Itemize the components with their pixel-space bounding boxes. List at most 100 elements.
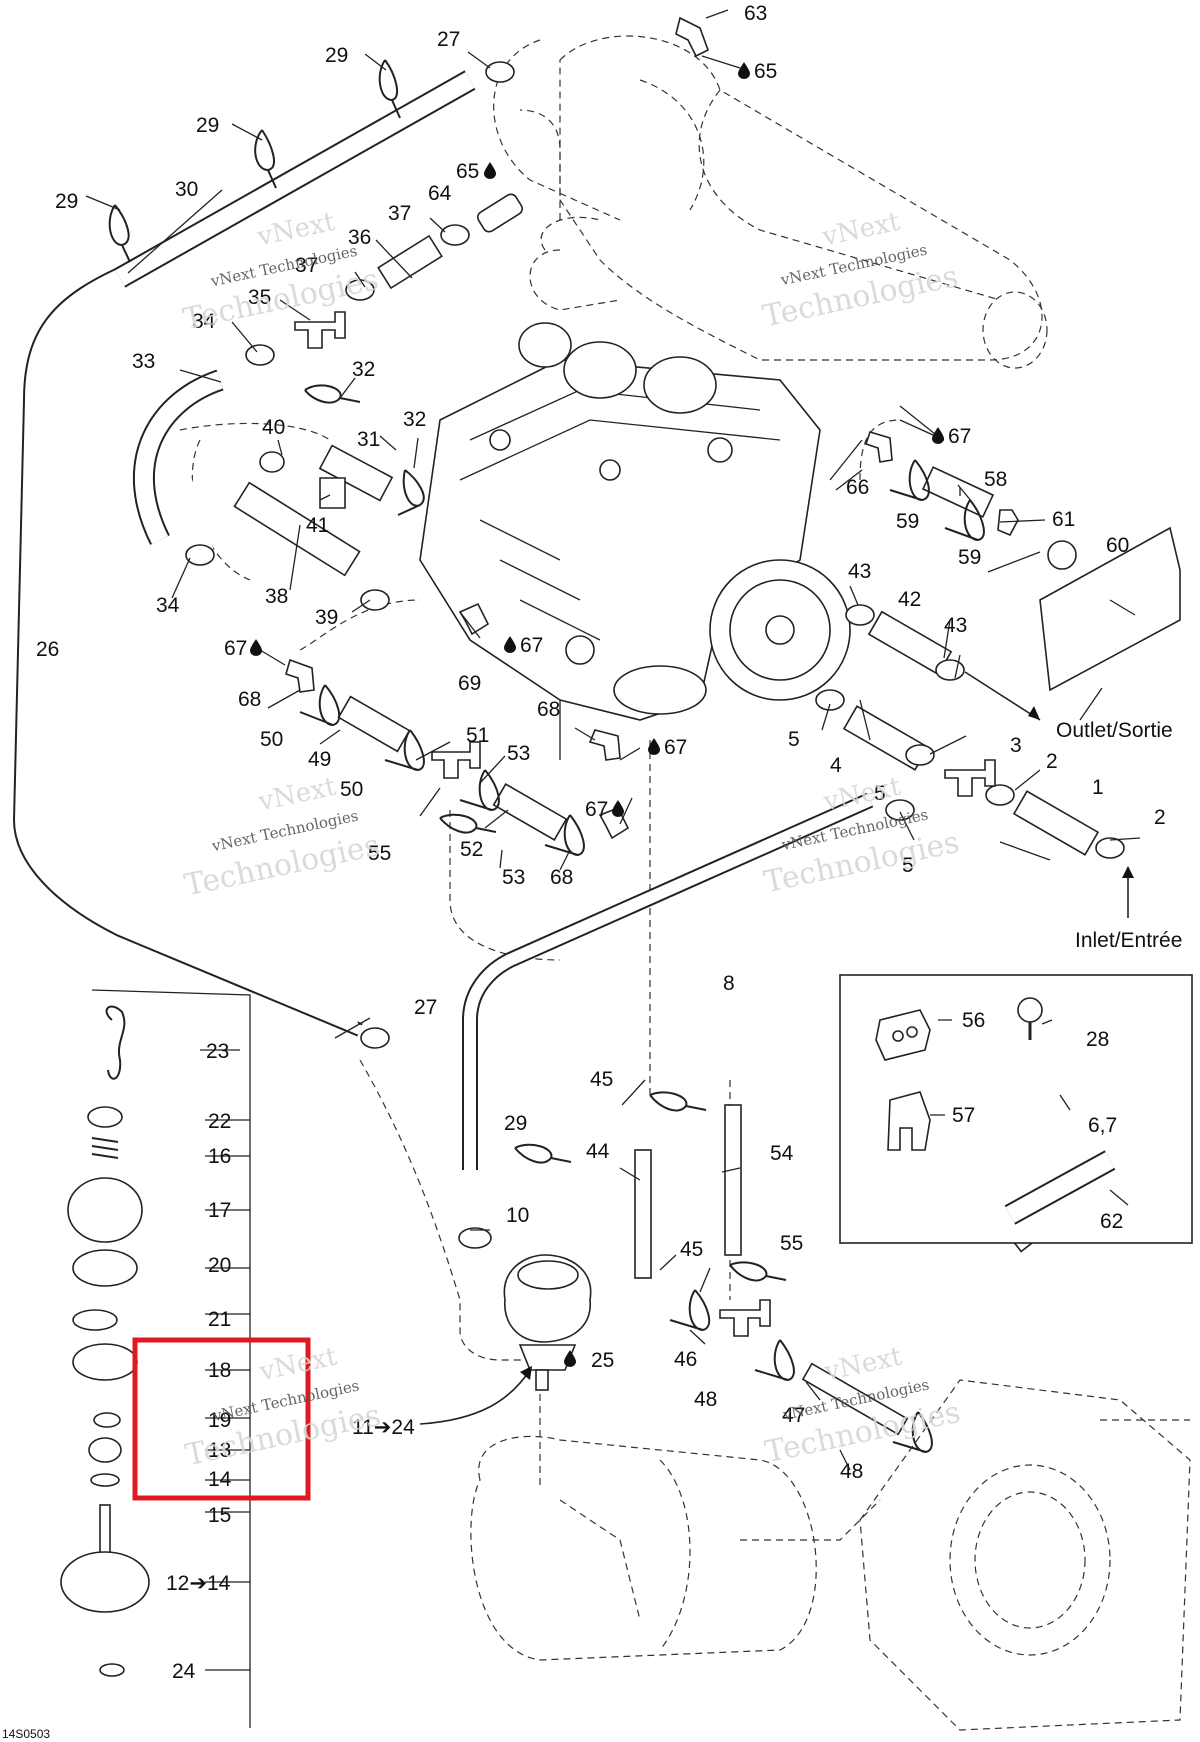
callout-53: 53 xyxy=(502,866,525,889)
exhaust-muffler xyxy=(493,35,1048,369)
callout-69: 69 xyxy=(458,672,481,695)
engine-block xyxy=(419,322,851,760)
callout-41: 41 xyxy=(306,514,329,537)
figure-code: 14S0503 xyxy=(2,1727,50,1741)
callout-51: 51 xyxy=(466,724,489,747)
callout-32: 32 xyxy=(403,408,426,431)
callout-58: 58 xyxy=(984,468,1007,491)
callout-14: 14 xyxy=(208,1468,232,1491)
callout-27: 27 xyxy=(437,28,460,51)
callout-63: 63 xyxy=(744,2,767,25)
callout-64: 64 xyxy=(428,182,452,205)
callout-66: 66 xyxy=(846,476,869,499)
callout-5: 5 xyxy=(902,854,914,877)
callout-56: 56 xyxy=(962,1009,985,1032)
callout-65: 65 xyxy=(754,60,777,83)
hose-30 xyxy=(115,72,475,286)
callout-43: 43 xyxy=(848,560,871,583)
callout-42: 42 xyxy=(898,588,921,611)
callout-67: 67 xyxy=(664,736,687,759)
reservoir-dashed xyxy=(470,1435,817,1661)
fasteners-inset-box xyxy=(839,974,1193,1244)
callout-50: 50 xyxy=(340,778,363,801)
callout-59: 59 xyxy=(958,546,981,569)
callout-25: 25 xyxy=(591,1349,614,1372)
callout-45: 45 xyxy=(590,1068,613,1091)
callout-68: 68 xyxy=(537,698,560,721)
callout-43: 43 xyxy=(944,614,967,637)
highlight-box xyxy=(132,1337,311,1501)
callout-48: 48 xyxy=(840,1460,863,1483)
callout-2: 2 xyxy=(1154,806,1166,829)
callout-31: 31 xyxy=(357,428,380,451)
callout-20: 20 xyxy=(208,1254,231,1277)
callout-32: 32 xyxy=(352,358,375,381)
callout-62: 62 xyxy=(1100,1210,1123,1233)
oil-drop-icon xyxy=(612,800,624,817)
callout-18: 18 xyxy=(208,1359,231,1382)
callout-67: 67 xyxy=(224,637,247,660)
callout-22: 22 xyxy=(208,1110,231,1133)
jet-pump-housing xyxy=(859,1379,1191,1731)
coupling-64 xyxy=(476,193,524,233)
oil-drop-icon xyxy=(250,639,262,656)
callout-67: 67 xyxy=(585,798,608,821)
callout-23: 23 xyxy=(206,1040,229,1063)
callout-10: 10 xyxy=(506,1204,529,1227)
mounting-plate-60 xyxy=(1039,526,1181,692)
outlet-label: Outlet/Sortie xyxy=(1056,719,1173,742)
callout-57: 57 xyxy=(952,1104,975,1127)
callout-2: 2 xyxy=(1046,750,1058,773)
callout-61: 61 xyxy=(1052,508,1075,531)
callout-67: 67 xyxy=(948,425,971,448)
valve-subassembly-column xyxy=(60,989,251,1728)
callout-46: 46 xyxy=(674,1348,697,1371)
tie-straps xyxy=(108,59,1055,1454)
callout-1: 1 xyxy=(1092,776,1104,799)
callout-39: 39 xyxy=(315,606,338,629)
callout-27: 27 xyxy=(414,996,437,1019)
callout-29: 29 xyxy=(55,190,78,213)
callout-30: 30 xyxy=(175,178,198,201)
callout-45: 45 xyxy=(680,1238,703,1261)
callout-17: 17 xyxy=(208,1199,231,1222)
callout-36: 36 xyxy=(348,226,371,249)
watermark-text: vNext xyxy=(819,207,903,253)
oil-drop-icon xyxy=(932,427,944,444)
callout-68: 68 xyxy=(238,688,261,711)
callout-50: 50 xyxy=(260,728,283,751)
callout-67: 67 xyxy=(520,634,543,657)
callout-48: 48 xyxy=(694,1388,717,1411)
watermark-text: vNext xyxy=(821,1342,905,1388)
callout-40: 40 xyxy=(262,416,285,439)
callout-29: 29 xyxy=(196,114,219,137)
callout-29: 29 xyxy=(504,1112,527,1135)
callout-53: 53 xyxy=(507,742,530,765)
expansion-tank xyxy=(503,1254,592,1391)
leader-lines xyxy=(85,9,1141,1671)
callout-16: 16 xyxy=(208,1145,231,1168)
callout-44: 44 xyxy=(586,1140,610,1163)
callout-49: 49 xyxy=(308,748,331,771)
callout-8: 8 xyxy=(723,972,735,995)
callout-15: 15 xyxy=(208,1504,231,1527)
callout-59: 59 xyxy=(896,510,919,533)
callout-3: 3 xyxy=(1010,734,1022,757)
callout-13: 13 xyxy=(208,1439,231,1462)
callout-24: 24 xyxy=(172,1660,196,1683)
callout-11-24: 11➔24 xyxy=(352,1416,415,1439)
callout-65: 65 xyxy=(456,160,479,183)
flow-arrows xyxy=(419,671,1134,1425)
callout-54: 54 xyxy=(770,1142,794,1165)
callout-5: 5 xyxy=(788,728,800,751)
callout-55: 55 xyxy=(780,1232,803,1255)
callout-21: 21 xyxy=(208,1308,231,1331)
callout-5: 5 xyxy=(874,782,886,805)
tee-fittings xyxy=(285,16,1077,1337)
callout-37: 37 xyxy=(388,202,411,225)
callout-37: 37 xyxy=(295,254,318,277)
callout-38: 38 xyxy=(265,585,288,608)
callout-28: 28 xyxy=(1086,1028,1109,1051)
callout-34: 34 xyxy=(156,594,180,617)
